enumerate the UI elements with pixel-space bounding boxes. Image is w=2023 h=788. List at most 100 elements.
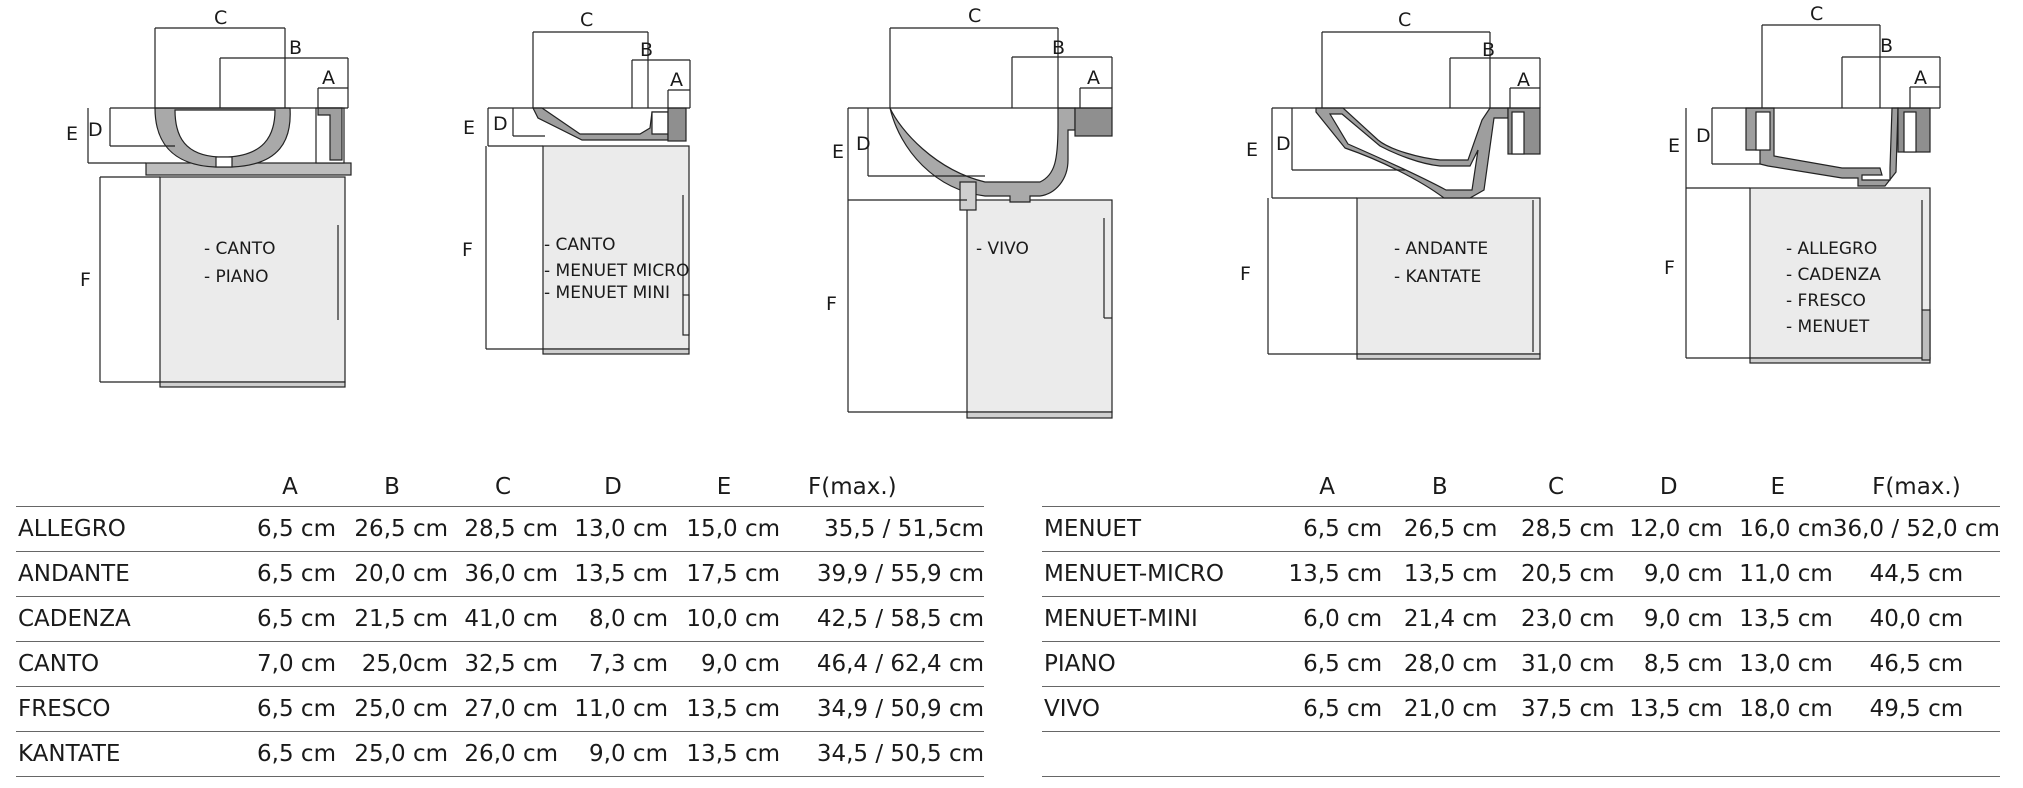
value-d: 9,0 cm [1643,606,1723,632]
model-name: MENUET-MICRO [1044,561,1224,587]
dim-label-f: F [80,269,91,291]
value-a [1272,732,1382,777]
value-e: 13,0 cm [1739,651,1833,677]
value-f: 49,5 cm [1869,696,1964,722]
value-b: 13,5 cm [1403,561,1498,587]
value-d: 8,0 cm [589,606,668,632]
value-f: 39,9 / 55,9 cm [816,561,984,587]
model-name: ANDANTE [18,561,130,587]
value-d [1615,732,1723,777]
value-d: 9,0 cm [1643,561,1723,587]
dimensions-table-right: A B C D E F(max.) MENUET 6,5 cm 26,5 cm … [1042,468,2000,777]
value-c: 32,5 cm [464,651,558,677]
dim-label-d: D [88,119,103,141]
value-c: 28,5 cm [464,516,558,542]
dim-label-b: B [289,37,302,59]
header-b: B [1431,474,1448,500]
value-d: 13,5 cm [1629,696,1723,722]
value-a: 6,5 cm [1303,516,1383,542]
value-c: 41,0 cm [464,606,558,632]
value-d: 11,0 cm [574,696,668,722]
diagram-2 [485,31,691,355]
value-f: 36,0 / 52,0 cm [1832,516,2000,542]
value-f: 46,5 cm [1869,651,1964,677]
dim-label-d: D [856,133,871,155]
model-label: - CANTO [204,239,276,259]
value-b: 26,5 cm [1403,516,1498,542]
value-d: 7,3 cm [589,651,668,677]
dim-label-e: E [463,117,475,139]
value-a: 7,0 cm [257,651,336,677]
table-row: MENUET-MICRO 13,5 cm 13,5 cm 20,5 cm 9,0… [1042,552,2000,597]
model-name: MENUET-MINI [1044,606,1198,632]
dim-label-a: A [322,67,335,89]
value-a: 6,5 cm [257,741,336,767]
value-b: 21,5 cm [354,606,448,632]
header-f: F(max.) [808,474,897,500]
header-e: E [1770,474,1786,500]
value-f: 44,5 cm [1869,561,1964,587]
value-a: 6,0 cm [1303,606,1383,632]
dim-label-a: A [670,69,683,91]
value-a: 6,5 cm [1303,651,1383,677]
table-header-row: A B C D E F(max.) [16,468,984,507]
header-c: C [494,474,512,500]
dim-label-e: E [66,123,78,145]
value-b: 25,0 cm [354,696,448,722]
model-name: FRESCO [18,696,111,722]
dim-label-c: C [214,7,227,29]
table-row: VIVO 6,5 cm 21,0 cm 37,5 cm 13,5 cm 18,0… [1042,687,2000,732]
value-d: 8,5 cm [1643,651,1723,677]
value-b: 21,4 cm [1403,606,1498,632]
diagram-1 [87,27,352,388]
header-a: A [1319,474,1335,500]
dim-label-b: B [1482,39,1495,61]
value-b: 26,5 cm [354,516,448,542]
table-row: KANTATE 6,5 cm 25,0 cm 26,0 cm 9,0 cm 13… [16,732,984,777]
value-c: 23,0 cm [1521,606,1615,632]
value-e [1723,732,1833,777]
dim-label-e: E [1246,139,1258,161]
value-f: 42,5 / 58,5 cm [816,606,984,632]
model-name: PIANO [1044,651,1116,677]
value-b [1382,732,1497,777]
value-c: 28,5 cm [1521,516,1615,542]
model-label: - ANDANTE [1394,239,1488,259]
header-name [16,468,244,507]
table-row [1042,732,2000,777]
model-name: KANTATE [18,741,121,767]
model-label: - KANTATE [1394,267,1481,287]
dim-label-b: B [1052,37,1065,59]
dim-label-f: F [826,293,837,315]
model-label: - MENUET MICRO [544,261,689,281]
value-e: 15,0 cm [686,516,780,542]
value-d: 9,0 cm [589,741,668,767]
header-name [1042,468,1272,507]
header-d: D [1659,474,1678,500]
dim-label-a: A [1914,67,1927,89]
table-row: FRESCO 6,5 cm 25,0 cm 27,0 cm 11,0 cm 13… [16,687,984,732]
value-e: 9,0 cm [701,651,780,677]
value-e: 17,5 cm [686,561,780,587]
model-label: - CADENZA [1786,265,1881,285]
value-b: 28,0 cm [1403,651,1498,677]
value-a: 6,5 cm [1303,696,1383,722]
dim-label-f: F [1664,257,1675,279]
value-a: 13,5 cm [1288,561,1383,587]
dim-label-a: A [1087,67,1100,89]
model-label: - VIVO [976,239,1029,259]
dim-label-c: C [1810,3,1823,25]
header-a: A [282,474,298,500]
dim-label-b: B [1880,35,1893,57]
value-e: 11,0 cm [1739,561,1833,587]
diagram-4 [1267,31,1541,360]
dim-label-b: B [640,39,653,61]
value-d: 13,5 cm [574,561,668,587]
table-row: CADENZA 6,5 cm 21,5 cm 41,0 cm 8,0 cm 10… [16,597,984,642]
table-row: ALLEGRO 6,5 cm 26,5 cm 28,5 cm 13,0 cm 1… [16,507,984,552]
value-b: 25,0cm [361,651,448,677]
value-a: 6,5 cm [257,561,336,587]
table-header-row: A B C D E F(max.) [1042,468,2000,507]
model-label: - MENUET [1786,317,1870,337]
dim-label-f: F [462,239,473,261]
